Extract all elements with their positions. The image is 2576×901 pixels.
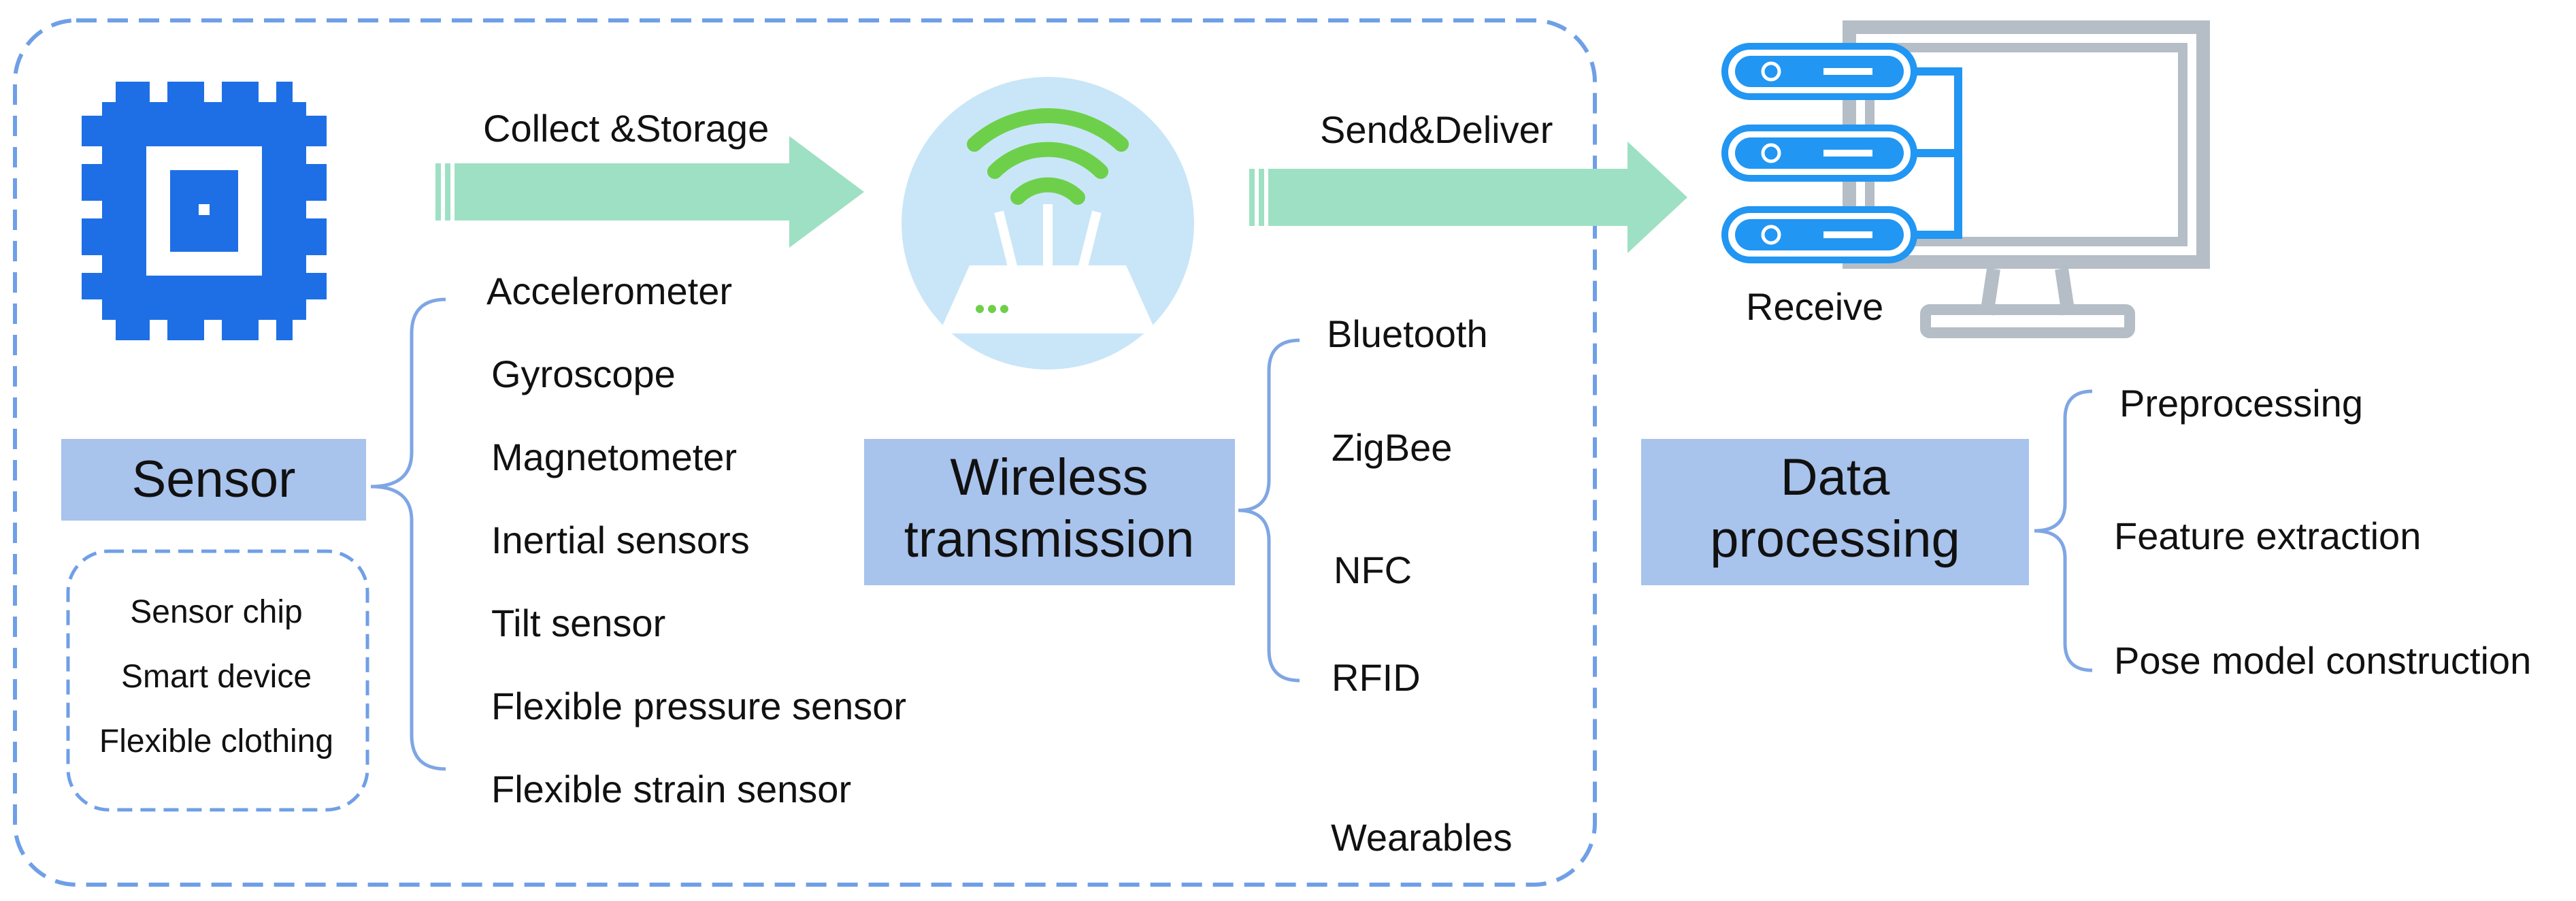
protocol-item: Bluetooth <box>1327 312 1488 355</box>
processing-step-item: Preprocessing <box>2119 382 2363 425</box>
protocol-item: RFID <box>1332 656 1421 699</box>
wifi-router-icon <box>902 77 1194 370</box>
sensor-type-item: Tilt sensor <box>491 602 665 644</box>
sensor-title: Sensor <box>132 450 296 508</box>
wearables-frame <box>13 18 1597 887</box>
sensor-type-item: Magnetometer <box>491 436 737 478</box>
sensor-box <box>61 439 366 521</box>
receive-label: Receive <box>1746 285 1883 328</box>
data-processing-title-line1: Data <box>1781 448 1890 506</box>
collect-storage-label: Collect &Storage <box>483 107 769 150</box>
send-arrow <box>1249 142 1687 253</box>
wireless-brace <box>1238 338 1300 683</box>
protocol-item: ZigBee <box>1332 426 1452 469</box>
wireless-protocols-list: Bluetooth ZigBee NFC RFID <box>1327 312 1488 699</box>
protocol-item: NFC <box>1334 548 1412 591</box>
sensor-types-list: Accelerometer Gyroscope Magnetometer Ine… <box>486 269 906 810</box>
sensor-carriers-frame <box>66 549 369 812</box>
data-processing-box <box>1641 439 2029 585</box>
processing-steps-list: Preprocessing Feature extraction Pose mo… <box>2114 382 2531 682</box>
carrier-item: Smart device <box>121 659 312 695</box>
server-icon <box>1721 43 1962 263</box>
chip-icon <box>82 82 327 340</box>
collect-arrow <box>435 136 864 248</box>
processing-step-item: Feature extraction <box>2114 514 2421 557</box>
sensor-type-item: Gyroscope <box>491 353 676 395</box>
sensor-type-item: Flexible pressure sensor <box>491 685 906 727</box>
wireless-title-line1: Wireless <box>950 448 1148 506</box>
data-processing-title-line2: processing <box>1710 510 1960 568</box>
carrier-item: Sensor chip <box>130 594 302 630</box>
sensor-carriers-list: Sensor chip Smart device Flexible clothi… <box>99 594 333 759</box>
sensor-type-item: Inertial sensors <box>491 519 750 561</box>
sensor-type-item: Flexible strain sensor <box>491 768 851 810</box>
processing-step-item: Pose model construction <box>2114 639 2531 682</box>
send-deliver-label: Send&Deliver <box>1320 108 1553 151</box>
sensor-type-item: Accelerometer <box>486 269 732 312</box>
wireless-title-line2: transmission <box>904 510 1195 568</box>
processing-brace <box>2034 389 2093 672</box>
sensor-brace <box>370 297 446 771</box>
wearables-label: Wearables <box>1331 816 1513 859</box>
wireless-box <box>864 439 1235 585</box>
carrier-item: Flexible clothing <box>99 723 333 759</box>
